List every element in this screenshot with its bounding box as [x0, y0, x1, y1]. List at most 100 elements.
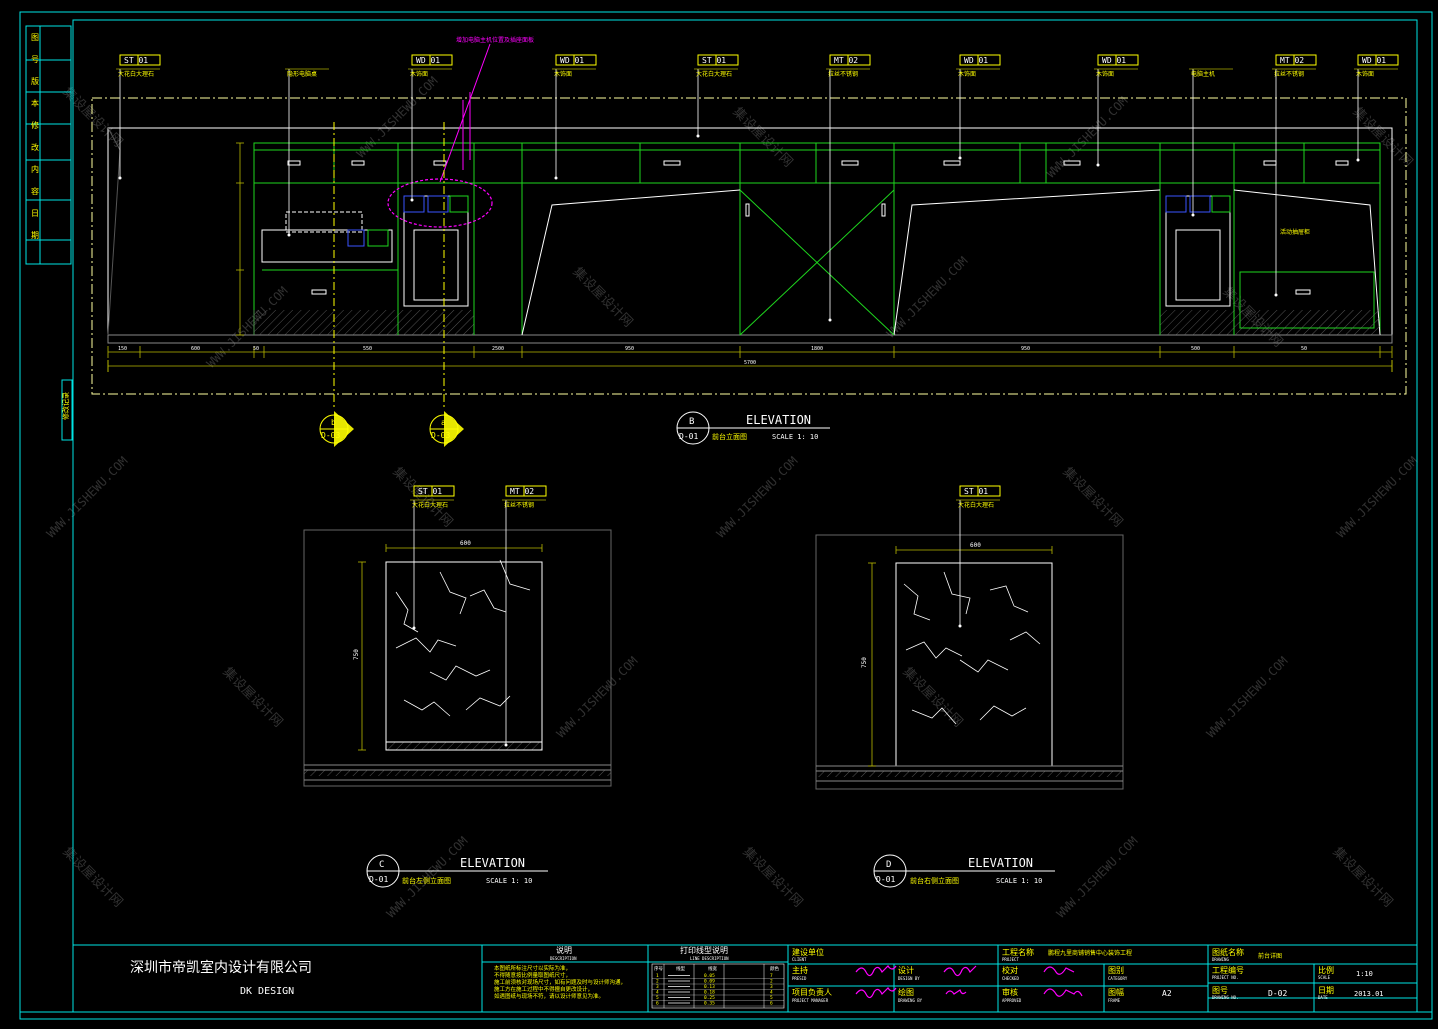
- tag-label: 电脑主机: [1191, 70, 1215, 78]
- tag-leader-dot: [554, 176, 558, 180]
- watermark-text: WWW.JISHEWU.COM: [1204, 654, 1291, 741]
- elevation-d-height-dim: 750: [861, 657, 868, 668]
- dim-label: 2500: [492, 346, 504, 352]
- watermark-text: WWW.JISHEWU.COM: [1334, 454, 1421, 541]
- watermark-text: 集设屋设计网: [570, 264, 636, 330]
- side-strip-char: 修: [31, 120, 39, 130]
- elevation-d-sheet: D-01: [876, 875, 895, 884]
- watermark-text: WWW.JISHEWU.COM: [354, 74, 441, 161]
- tag-box: [1275, 54, 1317, 66]
- line-table-cell: 2: [770, 979, 773, 985]
- line-type-subtitle: LINE DESCRIPTION: [690, 956, 729, 961]
- elevation-c-name: 前台左侧立面图: [402, 876, 451, 885]
- line-table-cell: 0.35: [704, 1001, 715, 1007]
- tag-label: 隐形电脑桌: [287, 70, 317, 78]
- line-table-header: 线宽: [708, 965, 717, 972]
- side-strip-char: 版: [31, 76, 39, 86]
- elevation-c-sheet: D-01: [369, 875, 388, 884]
- side-strip-char: 号: [31, 55, 39, 64]
- elevation-d-title: D D-01 ELEVATION 前台右侧立面图 SCALE 1: 10: [873, 854, 1055, 888]
- elevation-c-title: C D-01 ELEVATION 前台左侧立面图 SCALE 1: 10: [366, 854, 548, 888]
- watermark-text: WWW.JISHEWU.COM: [1044, 94, 1131, 181]
- signature-marks: [855, 965, 1083, 999]
- tag-leader-dot: [1096, 163, 1100, 167]
- tag-leader-dot: [1191, 213, 1195, 217]
- line-table-cell: 5: [770, 995, 773, 1001]
- tag-leader-dot: [504, 743, 508, 747]
- client-label: 建设单位: [792, 947, 824, 957]
- note-line: 施工方在施工过程中不得擅自更改设计，: [494, 985, 593, 993]
- tag-box: [505, 485, 547, 497]
- tag-leader-dot: [1274, 293, 1278, 297]
- line-table-header: 序号: [654, 965, 663, 972]
- drawing-name: 前台详图: [1258, 952, 1282, 960]
- date-value: 2013.01: [1354, 990, 1384, 998]
- elevation-b-name: 前台立面图: [712, 432, 747, 441]
- date-sub: DATE: [1318, 995, 1328, 1000]
- line-table-cell: 7: [770, 973, 773, 979]
- side-strip-char: 本: [31, 98, 39, 108]
- approved-sub: APPROVED: [1002, 998, 1022, 1003]
- tag-box: [119, 54, 161, 66]
- dim-label: 50: [253, 346, 259, 352]
- watermark-text: 集设屋设计网: [60, 84, 126, 150]
- presid-sub: PRESID: [792, 976, 807, 981]
- elevation-d-name: 前台右侧立面图: [910, 876, 959, 885]
- section-marker-b-letter: b: [331, 418, 336, 427]
- elevation-c-letter: C: [379, 860, 384, 870]
- line-table-cell: 3: [770, 984, 773, 990]
- project-no-label: 工程编号: [1212, 965, 1244, 975]
- drawing-name-label: 图纸名称: [1212, 947, 1244, 957]
- elevation-d-scale: SCALE 1: 10: [996, 877, 1042, 885]
- side-strip-char: 期: [31, 231, 39, 240]
- title-block: 深圳市帝凯室内设计有限公司 DK DESIGN 说明 DESCRIPTION 本…: [73, 944, 1417, 1012]
- line-table-frame: [651, 963, 785, 1009]
- tag-box: [697, 54, 739, 66]
- tag-code: ST 01: [702, 56, 726, 65]
- line-table-cell: 0.13: [704, 984, 715, 990]
- tag-code: WD 01: [1362, 56, 1386, 65]
- elevation-d-width-dim: 600: [970, 542, 981, 549]
- tag-leader-dot: [287, 233, 291, 237]
- elevation-c-scale: SCALE 1: 10: [486, 877, 532, 885]
- note-line: 不得随意按比例量取图纸尺寸，: [494, 971, 571, 979]
- project-name: 鹏程九里商铺销售中心装饰工程: [1048, 949, 1132, 957]
- b-tag-8: 电脑主机: [1189, 68, 1233, 217]
- line-table-header: 线型: [676, 965, 685, 972]
- drawing-no-label: 图号: [1212, 986, 1228, 995]
- tag-leader-dot: [696, 134, 700, 138]
- dim-label: 50: [1301, 346, 1307, 352]
- b-tag-4: ST 01 大花白大理石: [694, 54, 739, 138]
- line-table-cell: 0.09: [704, 979, 715, 985]
- tag-label: 木饰面: [554, 70, 572, 78]
- tag-label: 拉丝不锈钢: [504, 501, 534, 509]
- watermark-layer: 集设屋设计网 WWW.JISHEWU.COM 集设屋设计网 WWW.JISHEWU.C…: [44, 74, 1421, 921]
- dim-label: 1800: [811, 346, 823, 352]
- notes-title: 说明: [556, 945, 572, 955]
- client-sub: CLIENT: [792, 957, 807, 962]
- tag-leader-dot: [958, 624, 962, 628]
- tag-leader-dot: [958, 156, 962, 160]
- frame-label: 图幅: [1108, 987, 1124, 997]
- revision-record-label: 修改记录: [61, 392, 70, 420]
- section-marker-b-sheet: D-03: [321, 431, 340, 440]
- tag-label: 大花白大理石: [696, 70, 732, 78]
- tag-leader-dot: [412, 626, 416, 630]
- approved-label: 审核: [1002, 987, 1018, 997]
- elevation-b-title: B D-01 ELEVATION 前台立面图 SCALE 1: 10: [676, 411, 830, 445]
- elevation-b-label: ELEVATION: [746, 413, 811, 427]
- tag-box: [411, 54, 453, 66]
- elevation-b-letter: B: [689, 417, 694, 427]
- scale-label: 比例: [1318, 965, 1334, 975]
- section-marker-a: a D-03: [429, 411, 464, 447]
- dim-label: 950: [625, 346, 634, 352]
